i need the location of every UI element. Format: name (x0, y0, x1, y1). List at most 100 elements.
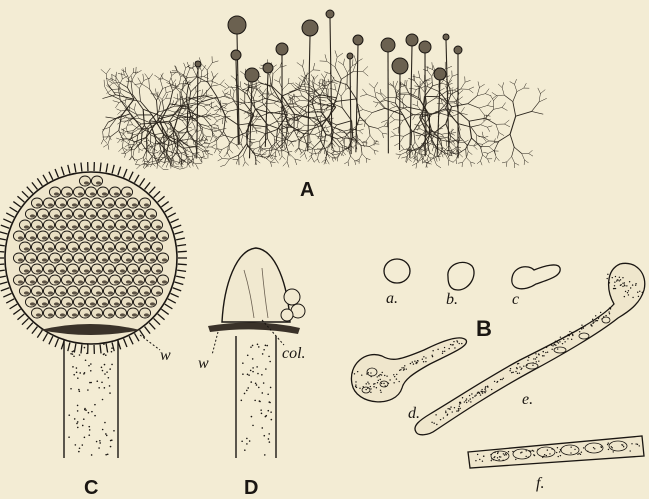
stipple-dot (567, 334, 568, 335)
stipple-dot (483, 456, 484, 457)
stipple-dot (264, 454, 266, 456)
hypha (492, 95, 496, 98)
hypha (138, 78, 142, 84)
hypha (272, 152, 276, 156)
spore-shadow (66, 214, 71, 217)
stipple-dot (96, 441, 98, 443)
hypha (507, 157, 512, 162)
hypha (229, 155, 238, 159)
hypha (243, 162, 245, 167)
hypha (274, 103, 279, 107)
hypha (336, 81, 347, 85)
spine (37, 178, 42, 185)
spore-shadow (138, 302, 143, 305)
spore-shadow (54, 302, 59, 305)
stipple-dot (459, 403, 460, 404)
spore-shadow (120, 225, 125, 228)
spine (32, 327, 38, 334)
stipple-dot (576, 330, 577, 331)
spore (97, 297, 108, 307)
spine (106, 163, 108, 172)
sporangium-head (263, 63, 273, 73)
stipple-dot (84, 372, 86, 374)
hypha (212, 61, 218, 63)
hypha (193, 155, 199, 158)
stipple-dot (406, 368, 407, 369)
hypha (310, 135, 311, 143)
spine (100, 163, 101, 172)
stipple-dot (403, 369, 404, 370)
spine (6, 299, 14, 303)
stipple-dot (81, 444, 83, 446)
stipple-dot (466, 402, 467, 403)
hypha (394, 143, 399, 146)
stipple-dot (368, 383, 369, 384)
hypha (354, 56, 356, 63)
hypha (333, 132, 342, 138)
stipple-dot (546, 347, 547, 348)
spore-shadow (78, 302, 83, 305)
hypha (118, 73, 124, 75)
stipple-dot (84, 347, 86, 349)
spore-shadow (96, 313, 101, 316)
stipple-dot (639, 445, 640, 446)
stipple-dot (261, 413, 263, 415)
spore-shadow (132, 203, 137, 206)
sporangium-head (434, 68, 446, 80)
stipple-dot (477, 392, 478, 393)
stipple-dot (78, 389, 80, 391)
hypha (538, 88, 541, 94)
stipple-dot (543, 351, 544, 352)
stipple-dot (629, 281, 630, 282)
hypha (287, 162, 289, 168)
hypha (154, 75, 160, 79)
hypha (123, 69, 124, 76)
stipple-dot (466, 398, 467, 399)
hypha (358, 124, 363, 125)
stipple-dot (384, 375, 385, 376)
stipple-dot (87, 389, 89, 391)
spore (55, 198, 66, 208)
stipple-dot (261, 374, 263, 376)
hypha (310, 142, 314, 146)
spore (43, 220, 54, 230)
hypha (218, 118, 224, 120)
hypha (250, 86, 255, 87)
spore (49, 275, 60, 285)
stipple-dot (497, 451, 498, 452)
spore-shadow (156, 247, 161, 250)
hypha (124, 115, 130, 119)
stipple-dot (485, 390, 486, 391)
hypha (406, 157, 407, 162)
hypha (489, 147, 494, 151)
spore (109, 253, 120, 263)
stipple-dot (77, 410, 79, 412)
stipple-dot (532, 450, 533, 451)
spore (103, 264, 114, 274)
hypha (133, 68, 134, 73)
spore-shadow (60, 313, 65, 316)
hypha (401, 157, 406, 158)
hypha (382, 133, 383, 138)
hypha (139, 149, 143, 151)
hypha (539, 94, 540, 103)
stipple-dot (442, 353, 443, 354)
spore (79, 264, 90, 274)
hypha (308, 78, 313, 83)
stipple-dot (601, 447, 602, 448)
stipple-dot (475, 394, 476, 395)
hypha (222, 158, 229, 159)
stipple-dot (617, 279, 618, 280)
hypha (467, 152, 468, 157)
spine (175, 282, 184, 284)
hypha (322, 113, 326, 120)
spore (49, 297, 60, 307)
hypha (516, 111, 532, 116)
hypha (230, 95, 234, 101)
stipple-dot (626, 285, 627, 286)
hypha (332, 82, 338, 83)
spore (127, 264, 138, 274)
sporangiophore-stalk (446, 40, 449, 151)
spore-shadow (120, 269, 125, 272)
hypha (203, 127, 204, 136)
